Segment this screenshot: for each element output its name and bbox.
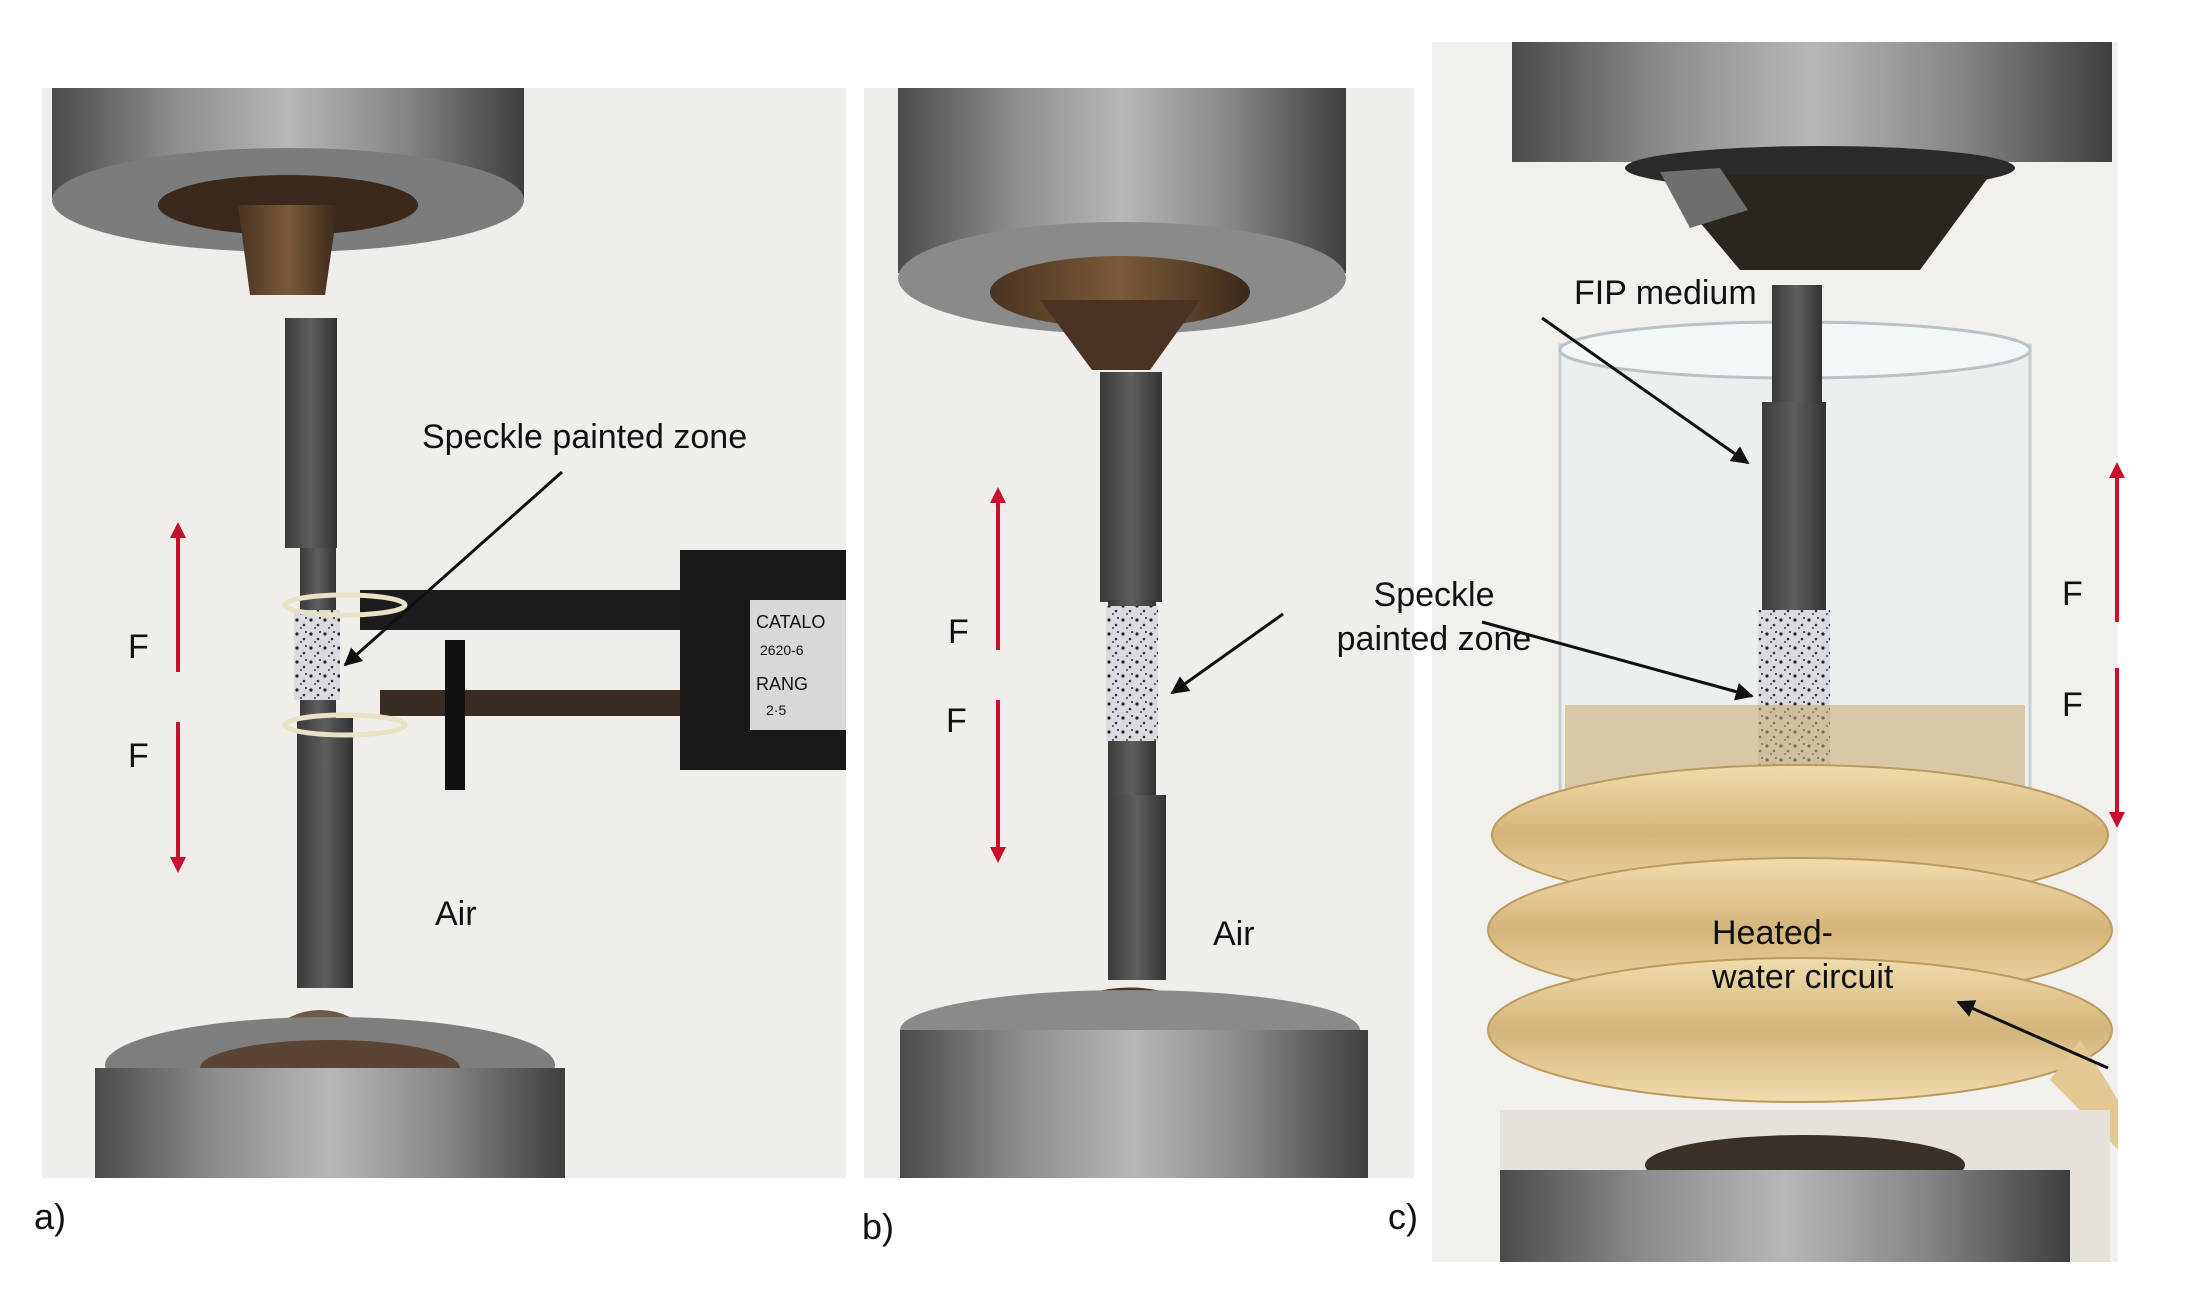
panel-b-force-down-label: F — [946, 702, 967, 740]
extensometer-text-1: CATALO — [756, 612, 825, 632]
extensometer-text-3: RANG — [756, 674, 808, 694]
panel-c-force-up-label: F — [2062, 575, 2083, 613]
panel-a-speckle-arrow — [343, 470, 563, 667]
panel-c-fip-label: FIP medium — [1574, 274, 1757, 312]
panel-c-heated-arrow — [1956, 1000, 2109, 1070]
panel-a-photo: CATALO 2620-6 RANG 2·5 — [42, 88, 846, 1178]
panel-c-heated-label-2: water circuit — [1711, 958, 1894, 996]
panel-c-heated-label-1: Heated- — [1712, 914, 1833, 952]
panel-c-force-down-label: F — [2062, 686, 2083, 724]
panel-c-speckle-arrow — [1481, 620, 1754, 701]
panel-b-label: b) — [862, 1206, 895, 1247]
panel-b-speckle-arrow — [1170, 612, 1284, 695]
panel-c-photo — [1432, 42, 2118, 1262]
panel-a-force-up-label: F — [128, 628, 149, 666]
panel-c-speckle-label-1: Speckle — [1374, 576, 1495, 614]
panel-c-speckle-label-2: painted zone — [1337, 620, 1532, 658]
panel-b-force-up-label: F — [948, 613, 969, 651]
panel-b-photo — [864, 88, 1414, 1178]
panel-b-medium-label: Air — [1213, 915, 1255, 953]
extensometer-text-2: 2620-6 — [760, 642, 804, 658]
extensometer-text-4: 2·5 — [766, 702, 786, 718]
panel-c-label: c) — [1388, 1196, 1418, 1237]
panel-a-speckle-label: Speckle painted zone — [422, 418, 747, 456]
panel-c-fip-arrow — [1541, 316, 1750, 465]
panel-a-force-down-label: F — [128, 737, 149, 775]
panel-a-medium-label: Air — [435, 895, 477, 933]
panel-a-label: a) — [34, 1196, 67, 1237]
